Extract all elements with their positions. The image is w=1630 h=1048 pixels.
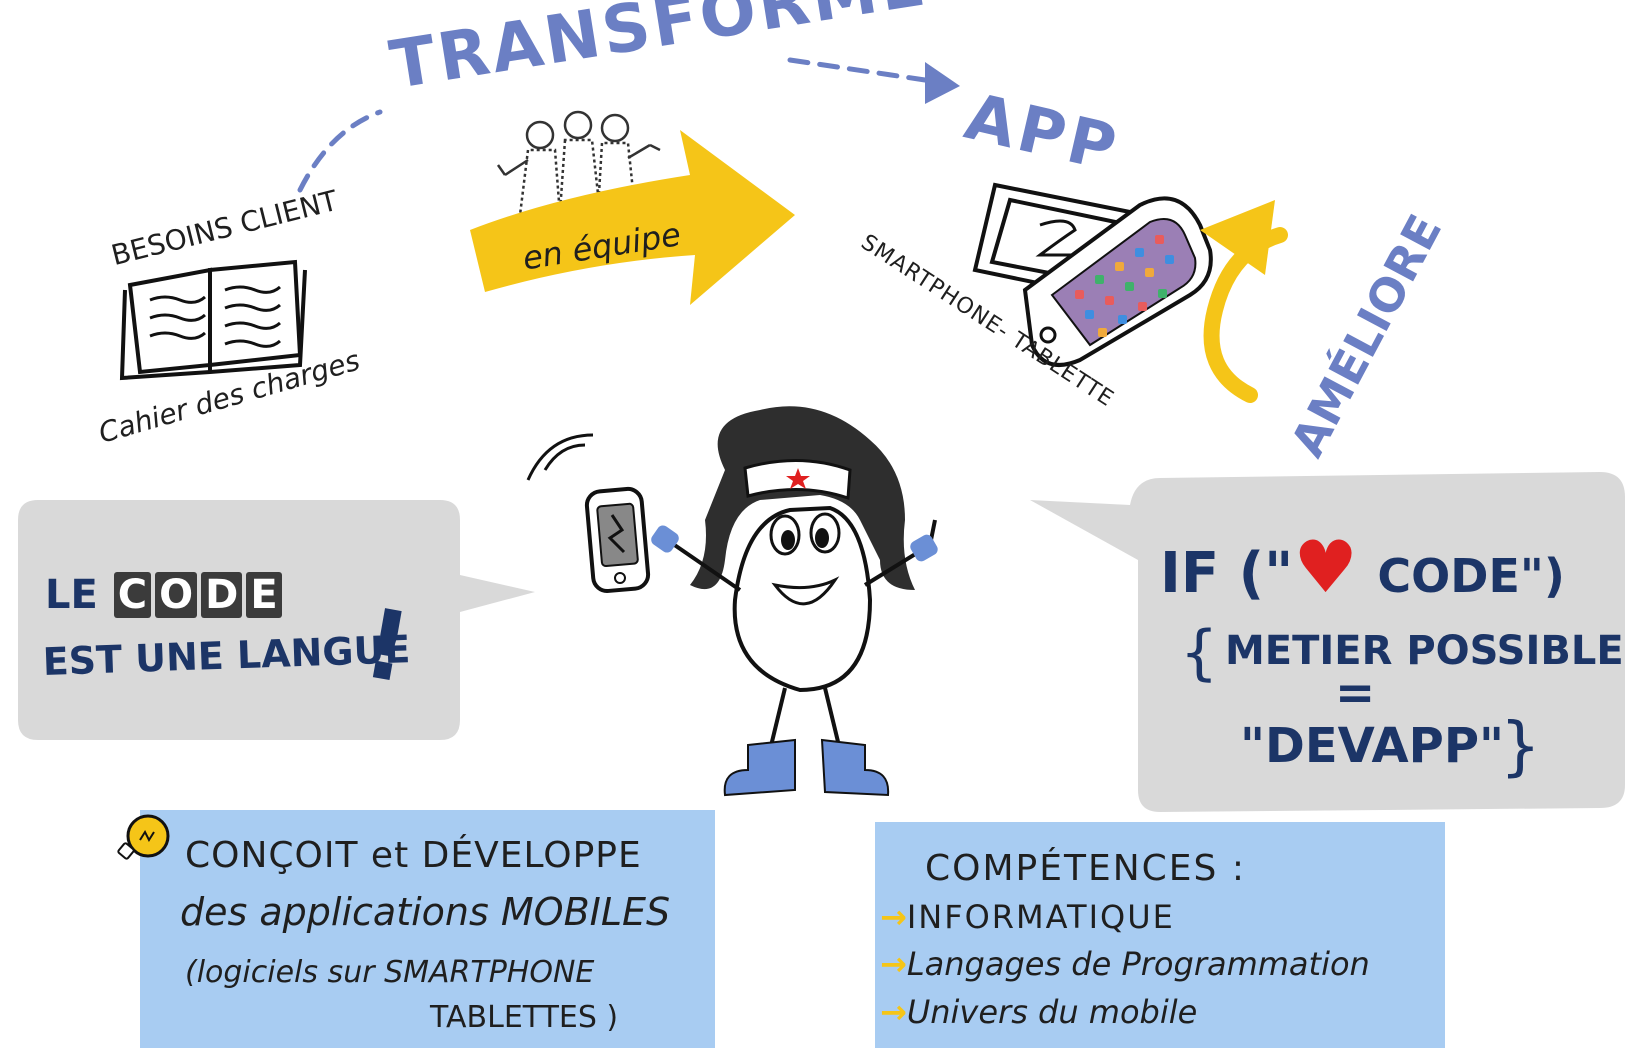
arrow-right-icon: → (880, 993, 907, 1031)
wonder-woman-character (651, 406, 938, 797)
dashed-arrow-line (787, 57, 928, 83)
if-prefix: IF (" (1160, 541, 1294, 606)
arrow-right-icon: → (880, 898, 907, 936)
competence-item-2-label: Langages de Programmation (906, 945, 1370, 983)
brace-close: } (1500, 710, 1541, 784)
competence-item-3: →Univers du mobile (880, 993, 1197, 1031)
code-letter-c: C (113, 572, 152, 618)
dashed-arrow-head (925, 62, 960, 104)
if-line: IF ("♥ CODE") (1160, 525, 1565, 609)
arrow-right-icon: → (880, 945, 907, 983)
logiciels-line: (logiciels sur SMARTPHONE (185, 955, 595, 990)
equals-sign: = (1335, 665, 1376, 721)
right-blue-panel (875, 822, 1445, 1048)
devapp-line: "DEVAPP" (1240, 718, 1505, 774)
left-blue-panel (140, 810, 715, 1048)
code-letter-e: E (246, 572, 282, 618)
metier-possible-line: METIER POSSIBLE (1225, 628, 1624, 674)
competence-item-1: →INFORMATIQUE (880, 898, 1175, 936)
le-word: LE (45, 572, 98, 618)
code-letter-d: D (201, 572, 243, 618)
right-speech-bubble (1030, 472, 1625, 812)
code-letter-o: O (155, 572, 198, 618)
applications-line: des applications MOBILES (180, 890, 671, 934)
handheld-phone-icon (526, 433, 651, 593)
competence-item-3-label: Univers du mobile (906, 993, 1198, 1031)
heart-icon: ♥ (1293, 525, 1358, 609)
brace-open: { (1180, 618, 1219, 688)
tablettes-line: TABLETTES ) (430, 1000, 619, 1035)
competences-title: COMPÉTENCES : (925, 848, 1246, 889)
if-suffix: CODE") (1377, 549, 1565, 603)
left-speech-bubble (18, 500, 535, 740)
book-icon (119, 259, 307, 381)
competence-item-1-label: INFORMATIQUE (906, 898, 1175, 936)
lightbulb-icon (117, 814, 170, 860)
smartphone-icon (1022, 196, 1213, 367)
cycle-arrow-head (1200, 200, 1275, 275)
yellow-arrow (470, 130, 795, 305)
dashed-curve-left (297, 109, 383, 193)
competence-item-2: →Langages de Programmation (880, 945, 1370, 983)
concoit-line: CONÇOIT et DÉVELOPPE (185, 835, 642, 876)
